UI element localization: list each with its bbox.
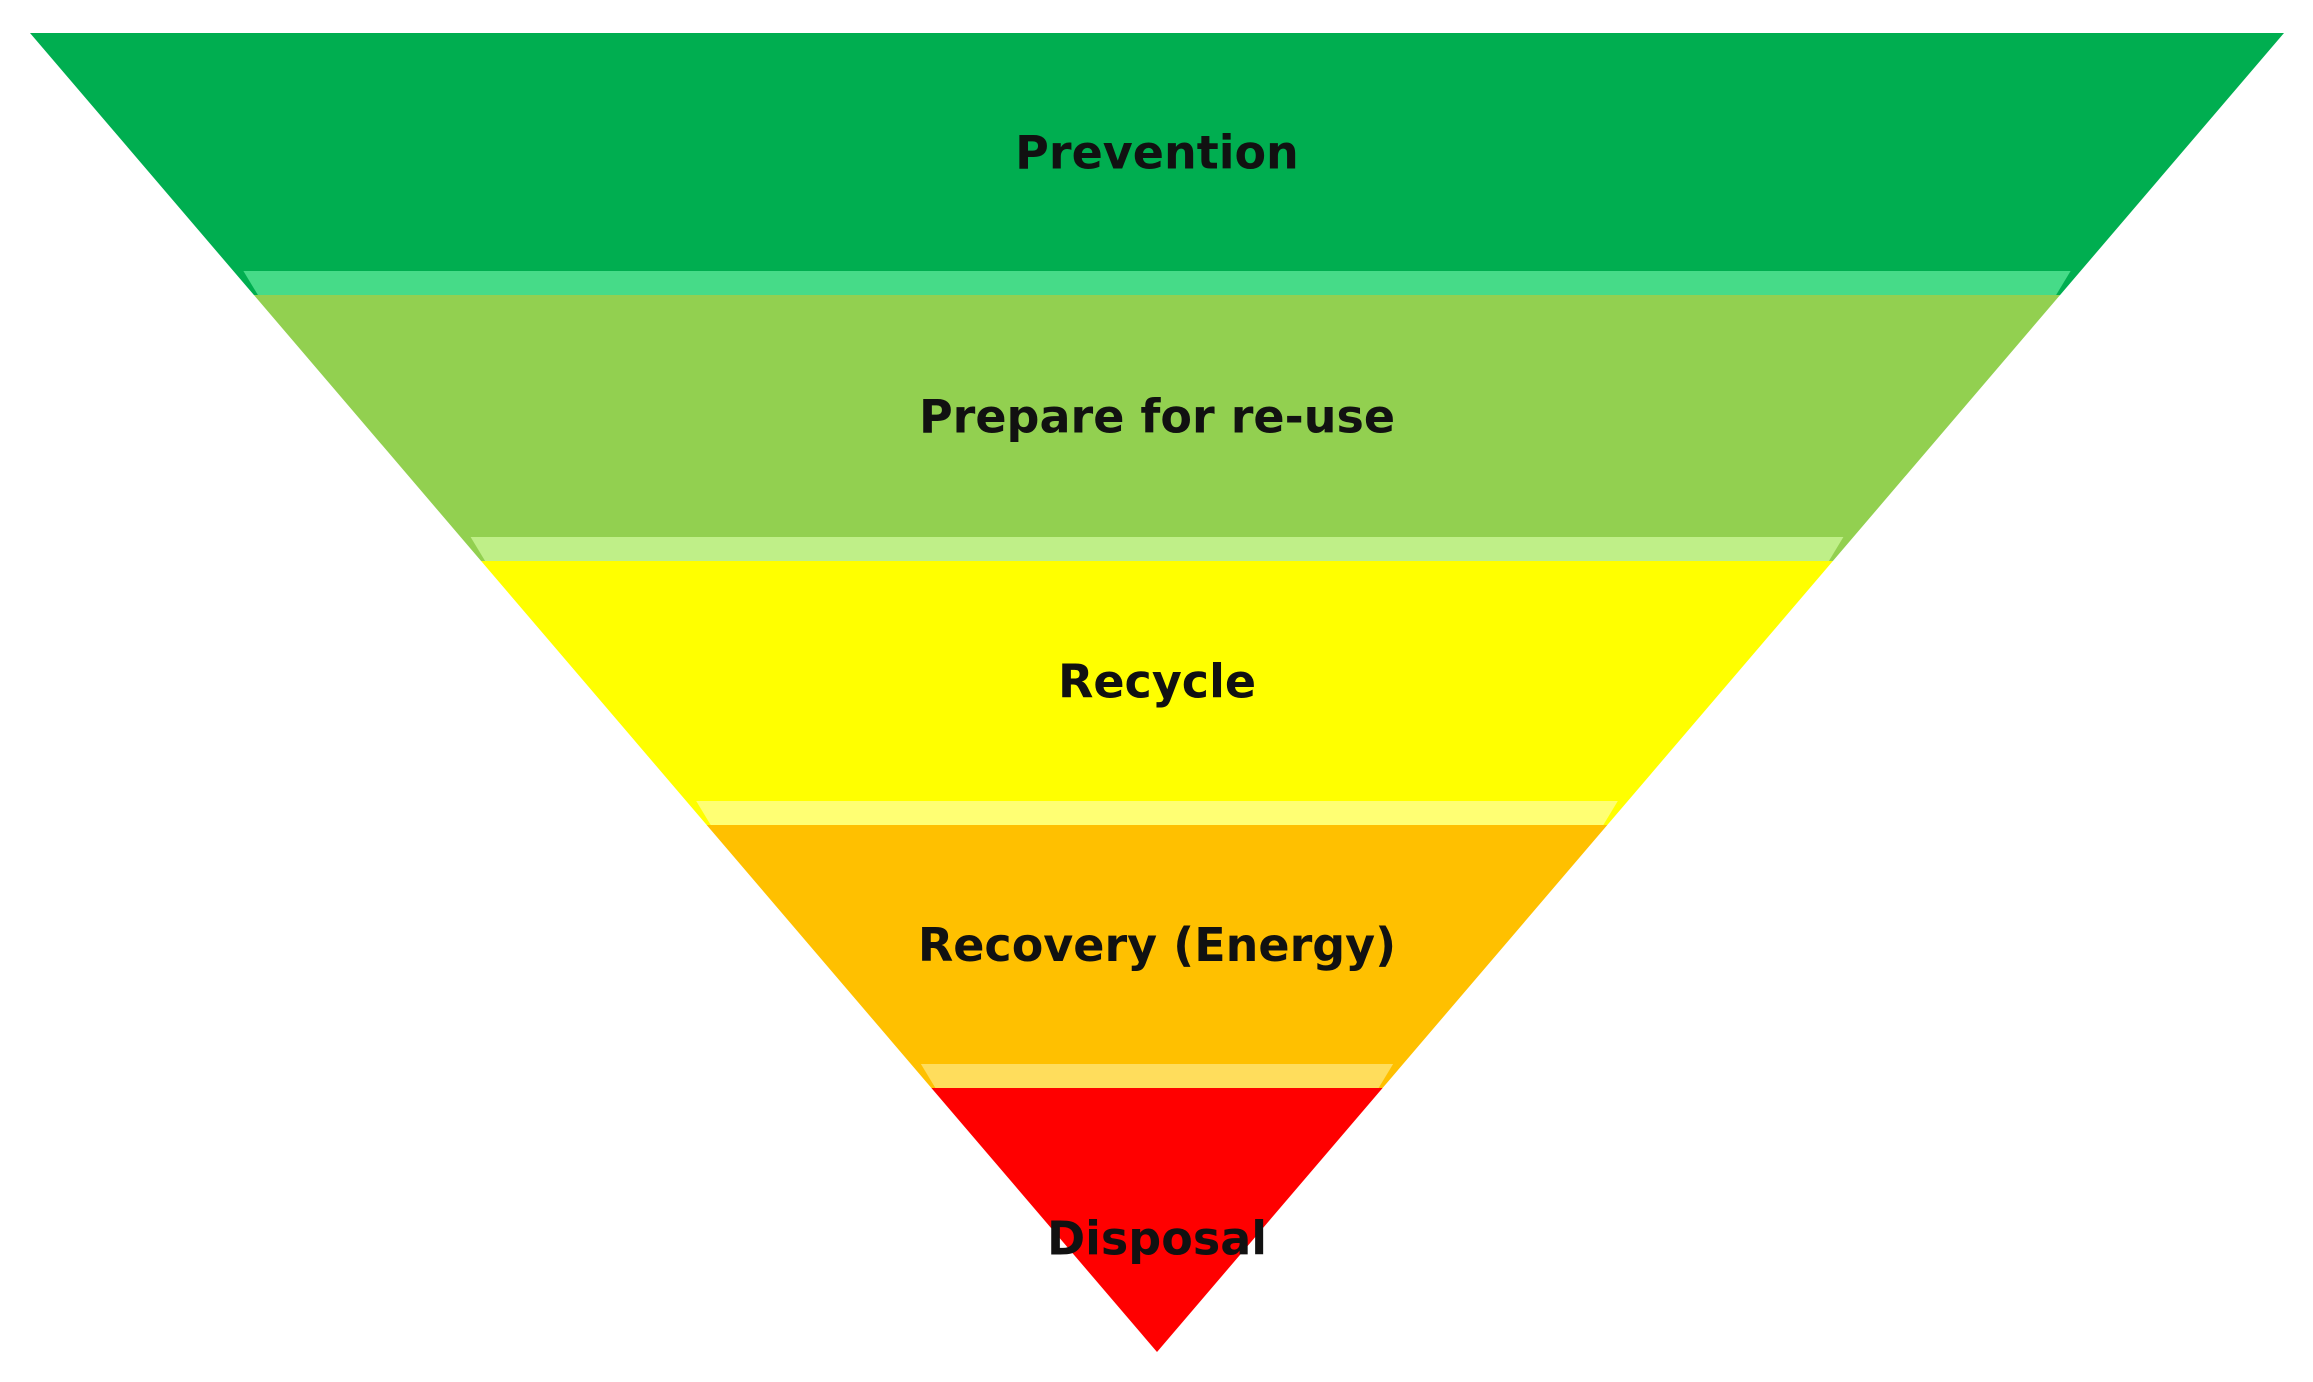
tier-disposal-shape xyxy=(931,1088,1383,1352)
tier-recovery-energy-bevel xyxy=(920,1064,1394,1088)
tier-prevention-label: Prevention xyxy=(1015,126,1299,180)
tier-prepare-for-reuse-shape xyxy=(253,295,2061,561)
tier-recycle: Recycle xyxy=(481,561,1833,825)
tier-disposal-label: Disposal xyxy=(1047,1212,1267,1266)
tier-prepare-for-reuse-bevel xyxy=(470,537,1844,561)
tier-recycle-shape xyxy=(481,561,1833,825)
tier-recovery-energy-label: Recovery (Energy) xyxy=(918,918,1396,972)
tier-recycle-label: Recycle xyxy=(1058,655,1256,709)
tier-recovery-energy-shape xyxy=(706,825,1608,1088)
tier-recovery-energy: Recovery (Energy) xyxy=(706,825,1608,1088)
tier-prepare-for-reuse-label: Prepare for re-use xyxy=(919,390,1395,444)
tier-disposal: Disposal xyxy=(931,1088,1383,1352)
tier-prevention-bevel xyxy=(243,271,2071,295)
tier-prevention-shape xyxy=(30,33,2284,295)
tier-prevention: Prevention xyxy=(30,33,2284,295)
tier-prepare-for-reuse: Prepare for re-use xyxy=(253,295,2061,561)
tier-recycle-bevel xyxy=(696,801,1618,825)
